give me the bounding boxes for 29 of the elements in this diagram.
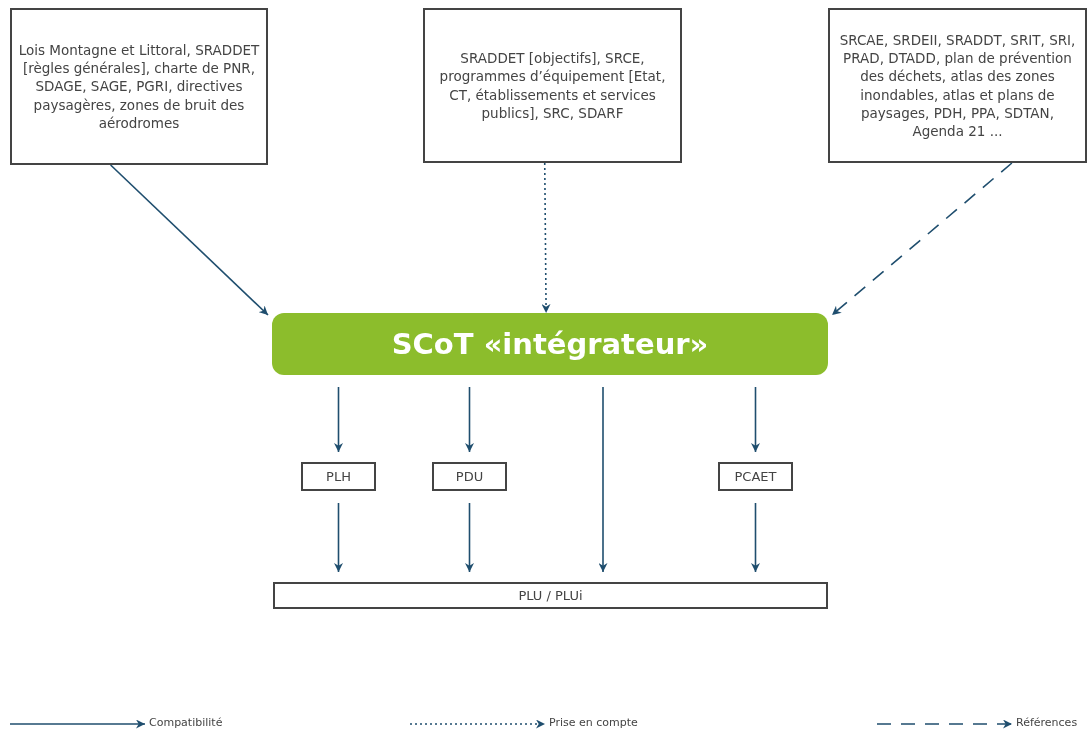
node-text: PLU / PLUi [518,587,583,604]
node-text: PCAET [734,468,777,485]
source-box [10,8,268,165]
arrow [541,162,551,314]
legend-text: Compatibilité [149,716,223,729]
arrow [751,502,760,573]
document-box [273,582,828,609]
legend-text: Prise en compte [549,716,638,729]
node-text: PDU [455,468,484,485]
document-box [301,462,376,491]
node-text: SRADDET [objectifs], SRCE, programmes d’équipement [Etat, CT, établissements et services publics], SRC, SDARF [438,49,667,122]
legend-text: Références [1016,716,1078,729]
source-box [828,8,1087,163]
arrow [465,386,474,453]
arrow [751,386,760,453]
document-box [718,462,793,491]
node-text: Lois Montagne et Littoral, SRADDET [règles générales], charte de PNR, SDAGE, SAGE, PGRI, directives paysagères, zones de bruit des aérodromes [18,40,260,133]
document-box [432,462,507,491]
node-text: PLH [326,468,351,485]
arrow [465,502,474,573]
arrow [109,164,269,316]
arrow [831,162,1013,316]
source-box [423,8,682,163]
arrow [334,502,343,573]
node-text: SRCAE, SRDEII, SRADDT, SRIT, SRI, PRAD, DTADD, plan de prévention des déchets, atlas des zones inondables, atlas et plans de paysages, PDH, PPA, SDTAN, Agenda 21 ... [838,30,1077,141]
arrow [334,386,343,453]
node-title: SCoT «intégrateur» [391,326,709,362]
integrator-box [272,313,828,375]
arrow [598,386,608,573]
